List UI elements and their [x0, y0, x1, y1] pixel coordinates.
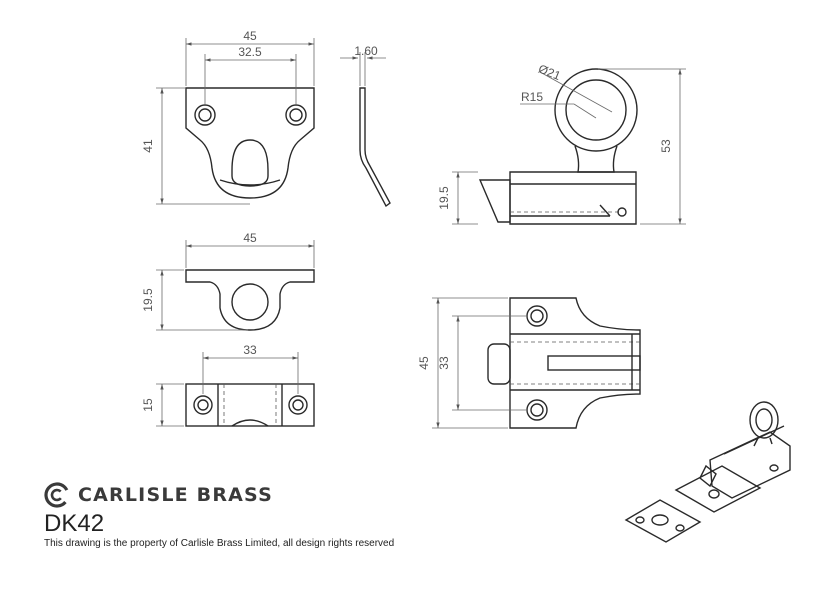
dim-front-width: 45: [243, 29, 257, 43]
profile-view: 1.60: [340, 44, 391, 208]
dim-side-height: 53: [659, 139, 673, 153]
dim-plate-hole-spacing: 33: [243, 343, 257, 357]
isometric-view: [624, 401, 791, 543]
dim-thickness: 1.60: [354, 44, 378, 58]
dim-front-height: 41: [141, 139, 155, 153]
plan-view: 45 33: [417, 297, 641, 429]
dim-keep-height: 19.5: [141, 288, 155, 312]
dim-front-hole-spacing: 32.5: [238, 45, 262, 59]
plate-view: 33 15: [141, 343, 315, 427]
brand-block: CARLISLE BRASS: [44, 482, 273, 508]
front-view: 45 32.5 41: [141, 29, 315, 205]
product-code: DK42: [44, 510, 105, 537]
copyright-notice: This drawing is the property of Carlisle…: [44, 538, 395, 549]
dim-side-base-height: 19.5: [437, 186, 451, 210]
keep-view: 45 19.5: [141, 231, 315, 331]
dim-plan-hole-spacing: 33: [437, 356, 451, 370]
dim-plate-height: 15: [141, 398, 155, 412]
side-view: Ø21 R15 53 19.5: [437, 62, 686, 225]
carlisle-logo-icon: [44, 482, 70, 508]
dim-keep-width: 45: [243, 231, 257, 245]
brand-name: CARLISLE BRASS: [78, 484, 273, 506]
dim-ring-diameter: Ø21: [536, 62, 563, 84]
dim-ring-radius: R15: [521, 90, 543, 104]
dim-plan-height: 45: [417, 356, 431, 370]
